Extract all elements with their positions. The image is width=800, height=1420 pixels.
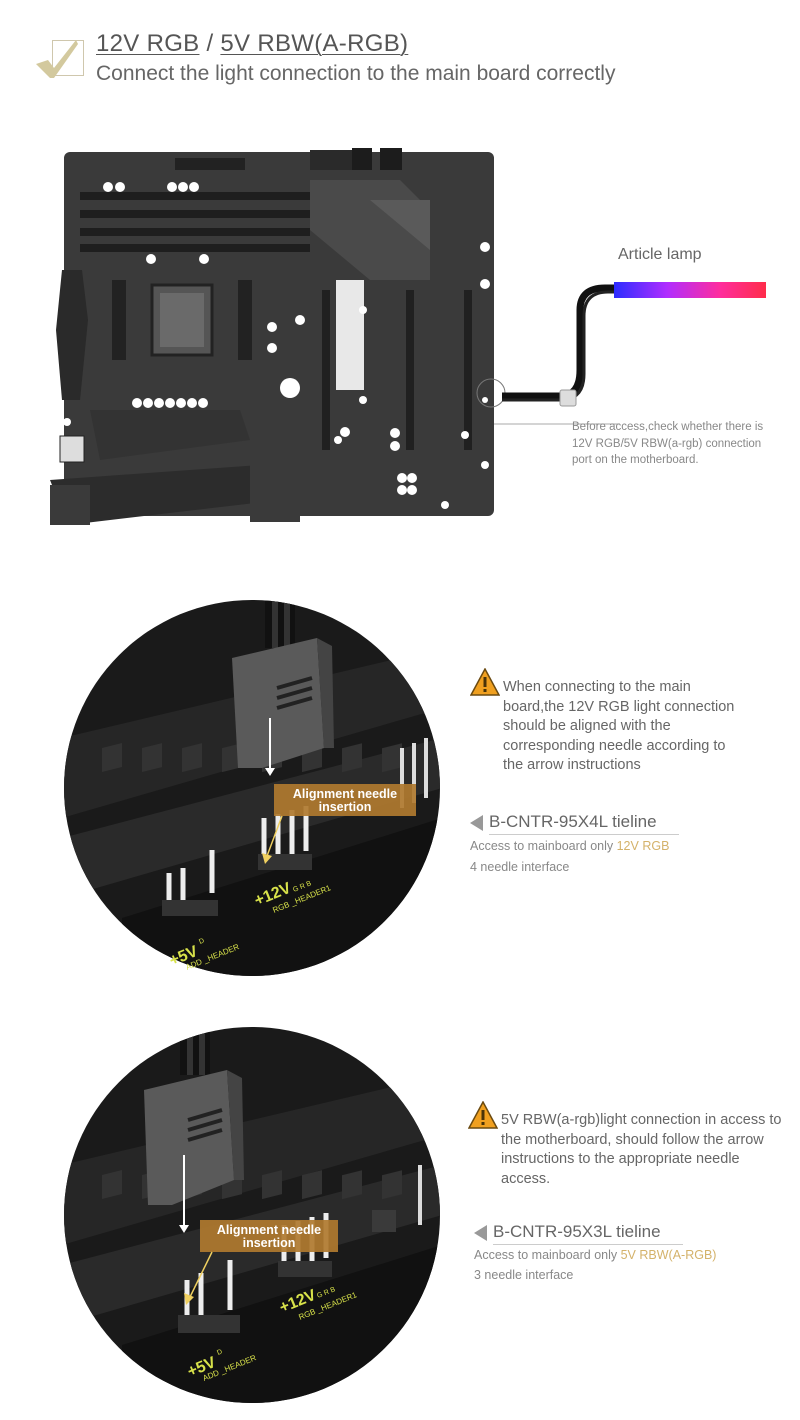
lamp-note: Before access,check whether there is 12V… (572, 421, 764, 466)
motherboard-diagram (50, 148, 766, 525)
needle-info-3: 3 needle interface (474, 1268, 574, 1282)
page-subtitle: Connect the light connection to the main… (96, 62, 616, 85)
access-info-12v: Access to mainboard only 12V RGB (470, 839, 669, 853)
model-underline (493, 1244, 683, 1245)
model-title-4l: B-CNTR-95X4L tieline (489, 812, 657, 831)
page-title: 12V RGB / 5V RBW(A-RGB) (96, 30, 408, 58)
checkmark-icon (36, 40, 78, 78)
access-info-5v: Access to mainboard only 5V RBW(A-RGB) (474, 1248, 716, 1262)
title-5v-rbw: 5V RBW(A-RGB) (220, 30, 409, 57)
arrow-left-icon (474, 1225, 487, 1241)
model-underline (489, 834, 679, 835)
warning-icon (470, 668, 500, 696)
access-prefix: Access to mainboard only (474, 1248, 621, 1262)
callout-line1: Alignment needle (293, 787, 397, 801)
label2-pin-d: D (216, 1348, 223, 1356)
title-separator: / (199, 30, 221, 57)
title-12v-rgb: 12V RGB (96, 30, 200, 57)
article-lamp-label: Article lamp (618, 246, 702, 263)
label-pin-d: D (198, 937, 205, 945)
callout2-line2: insertion (243, 1236, 296, 1250)
model-title-3l: B-CNTR-95X3L tieline (493, 1222, 661, 1241)
checkbox-frame (52, 40, 84, 76)
warning-text-5v: 5V RBW(a-rgb)light connection in access … (501, 1112, 782, 1187)
header-closeup-5v: Alignment needle insertion +12V G R B RG… (64, 1027, 440, 1403)
needle-info-4: 4 needle interface (470, 860, 570, 874)
arrow-left-icon (470, 815, 483, 831)
access-highlight: 5V RBW(A-RGB) (620, 1248, 717, 1262)
warning-icon (468, 1101, 498, 1129)
header-closeup-12v: Alignment needle insertion +12V G R B RG… (64, 600, 440, 976)
access-highlight: 12V RGB (616, 839, 670, 853)
callout2-line1: Alignment needle (217, 1223, 321, 1237)
access-prefix: Access to mainboard only (470, 839, 617, 853)
warning-text-12v: When connecting to the main board,the 12… (503, 679, 735, 773)
article-lamp-bar (614, 282, 766, 298)
callout-line2: insertion (319, 800, 372, 814)
